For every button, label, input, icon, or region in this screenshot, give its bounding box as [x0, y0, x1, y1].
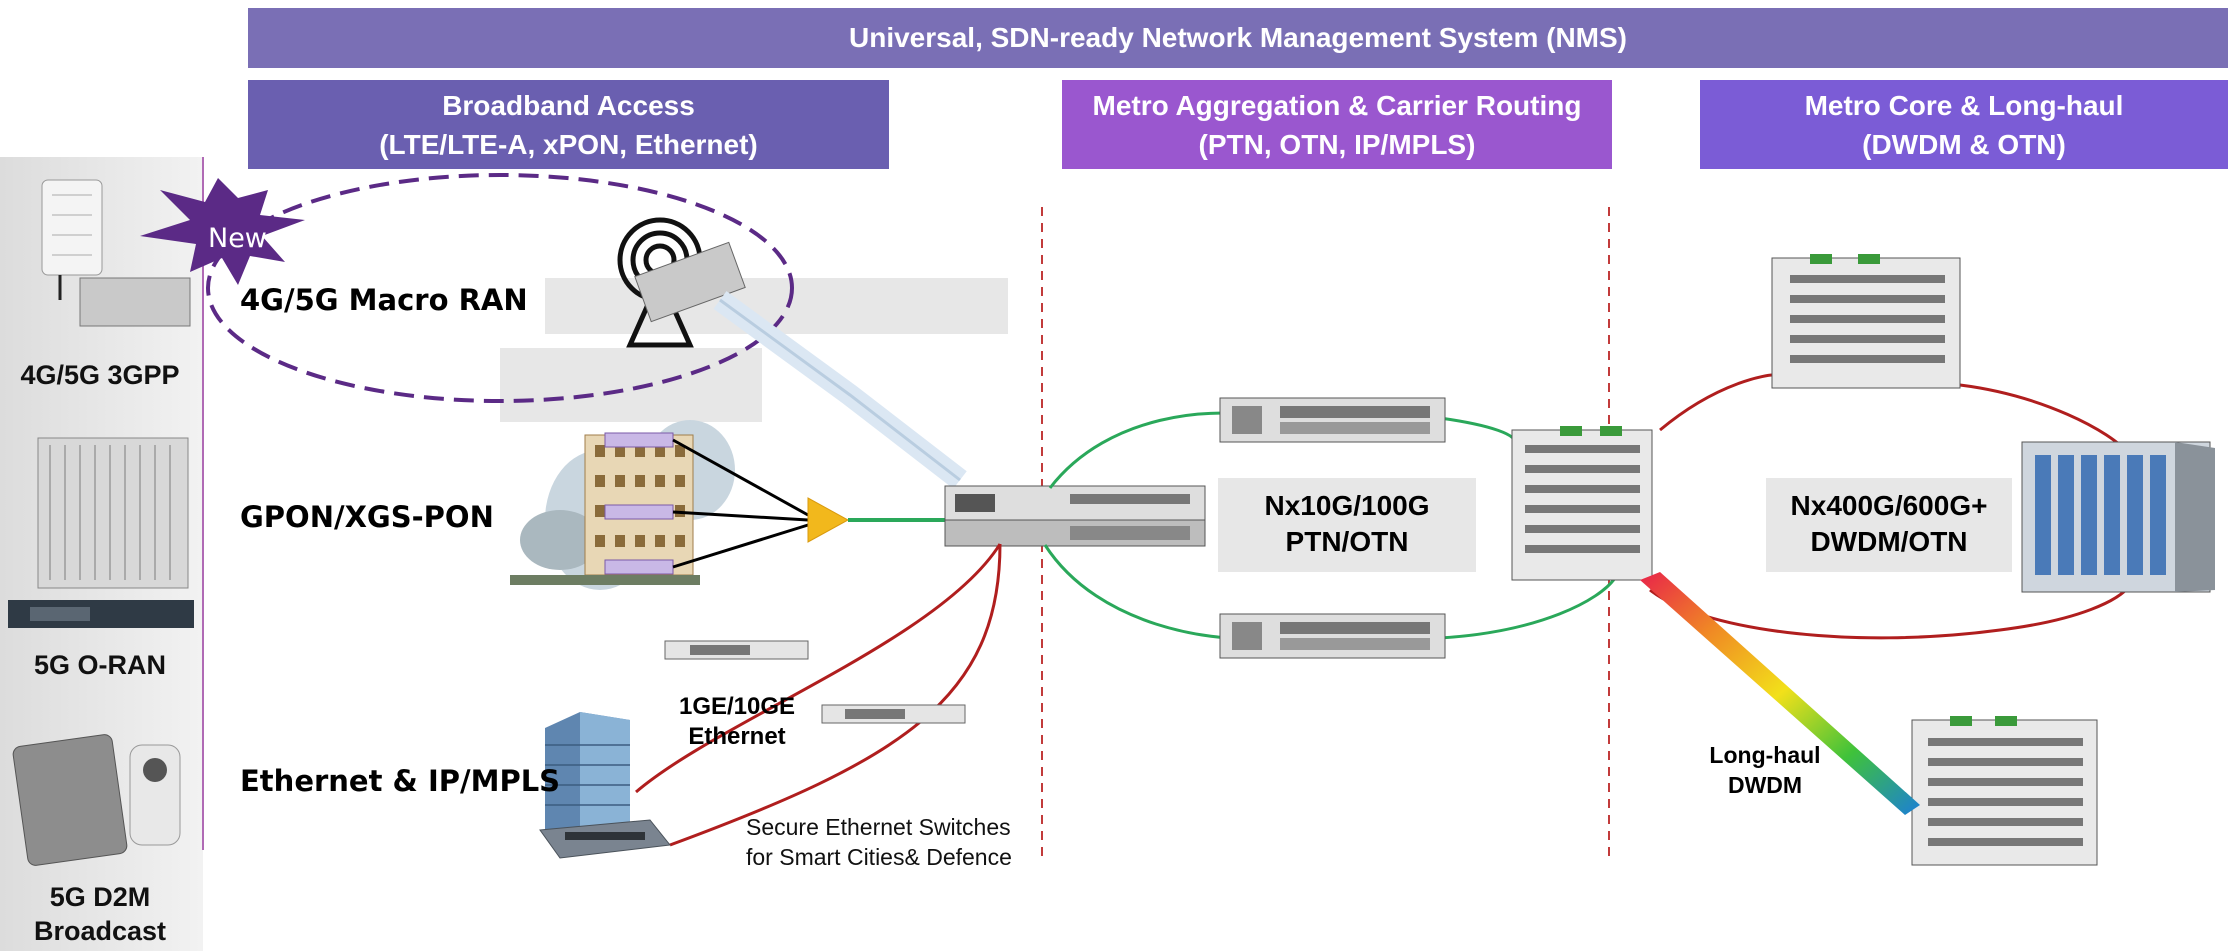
ethernet-speed-line1: 1GE/10GE — [678, 693, 796, 720]
metro-capacity-line1: Nx10G/100G — [1264, 490, 1430, 521]
otn-hub-node — [1511, 426, 1653, 581]
ethernet-link-1 — [635, 543, 1002, 794]
office-building-icon — [539, 712, 671, 859]
ran-grey-box-2 — [500, 348, 762, 422]
metro-capacity-label: Nx10G/100G PTN/OTN — [1218, 488, 1476, 560]
dwdm-node-large — [2021, 441, 2215, 593]
ethernet-speed-label: 1GE/10GE Ethernet — [672, 692, 802, 752]
sidebar-item-broadcast: Broadcast — [33, 916, 167, 946]
dwdm-node-top — [1771, 254, 1961, 389]
ethernet-speed-line2: Ethernet — [688, 723, 786, 750]
sidebar-item-3gpp: 4G/5G 3GPP — [20, 360, 180, 390]
core-capacity-line1: Nx400G/600G+ — [1790, 490, 1988, 521]
d2m-broadcast-image — [12, 734, 181, 866]
secure-switches-label: Secure Ethernet Switches for Smart Citie… — [746, 812, 1012, 872]
pon-drop-lines — [672, 438, 809, 569]
oran-radio-image — [8, 437, 194, 628]
cell-tower-icon — [617, 217, 746, 348]
metro-capacity-line2: PTN/OTN — [1285, 526, 1409, 557]
new-badge-star — [140, 178, 305, 285]
3gpp-radio-image — [41, 179, 191, 327]
longhaul-label: Long-haul DWDM — [1695, 740, 1835, 800]
core-capacity-label: Nx400G/600G+ DWDM/OTN — [1766, 488, 2012, 560]
new-badge-label: New — [208, 223, 267, 254]
longhaul-line1: Long-haul — [1709, 742, 1821, 768]
new-ran-highlight — [206, 173, 794, 403]
ptn-node-bottom — [1219, 613, 1446, 659]
broadband-access-subtitle: (LTE/LTE-A, xPON, Ethernet) — [379, 129, 758, 160]
longhaul-dwdm-fiber — [1640, 572, 1920, 815]
optical-splitter-icon — [807, 497, 850, 543]
core-label-box — [1766, 478, 2012, 572]
metro-aggregation-subtitle: (PTN, OTN, IP/MPLS) — [1198, 129, 1476, 160]
secure-switches-line2: for Smart Cities& Defence — [746, 844, 1012, 870]
broadband-access-title: Broadband Access — [442, 90, 695, 121]
apartment-building-icon — [510, 420, 735, 590]
sidebar-item-d2m: 5G D2M — [49, 882, 151, 912]
metro-core-header: Metro Core & Long-haul (DWDM & OTN) — [1700, 80, 2228, 169]
sidebar-item-oran: 5G O-RAN — [33, 650, 166, 680]
aggregation-router-image — [944, 485, 1206, 547]
dwdm-node-bottom — [1911, 716, 2098, 866]
metro-label-box — [1218, 478, 1476, 572]
metro-core-subtitle: (DWDM & OTN) — [1862, 129, 2066, 160]
nms-title-banner: Universal, SDN-ready Network Management … — [248, 8, 2228, 68]
ethernet-switch-image-2 — [821, 704, 966, 724]
row-label-ethernet: Ethernet & IP/MPLS — [240, 764, 561, 798]
secure-switches-line1: Secure Ethernet Switches — [746, 814, 1011, 840]
metro-core-title: Metro Core & Long-haul — [1804, 90, 2124, 121]
row-label-macro-ran: 4G/5G Macro RAN — [240, 283, 528, 317]
metro-aggregation-title: Metro Aggregation & Carrier Routing — [1092, 90, 1582, 121]
metro-aggregation-header: Metro Aggregation & Carrier Routing (PTN… — [1062, 80, 1612, 169]
ethernet-switch-image-1 — [664, 640, 809, 660]
broadband-access-header: Broadband Access (LTE/LTE-A, xPON, Ether… — [248, 80, 889, 169]
ptn-node-top — [1219, 397, 1446, 443]
core-capacity-line2: DWDM/OTN — [1810, 526, 1968, 557]
longhaul-line2: DWDM — [1727, 772, 1803, 798]
row-label-gpon: GPON/XGS-PON — [240, 500, 494, 534]
